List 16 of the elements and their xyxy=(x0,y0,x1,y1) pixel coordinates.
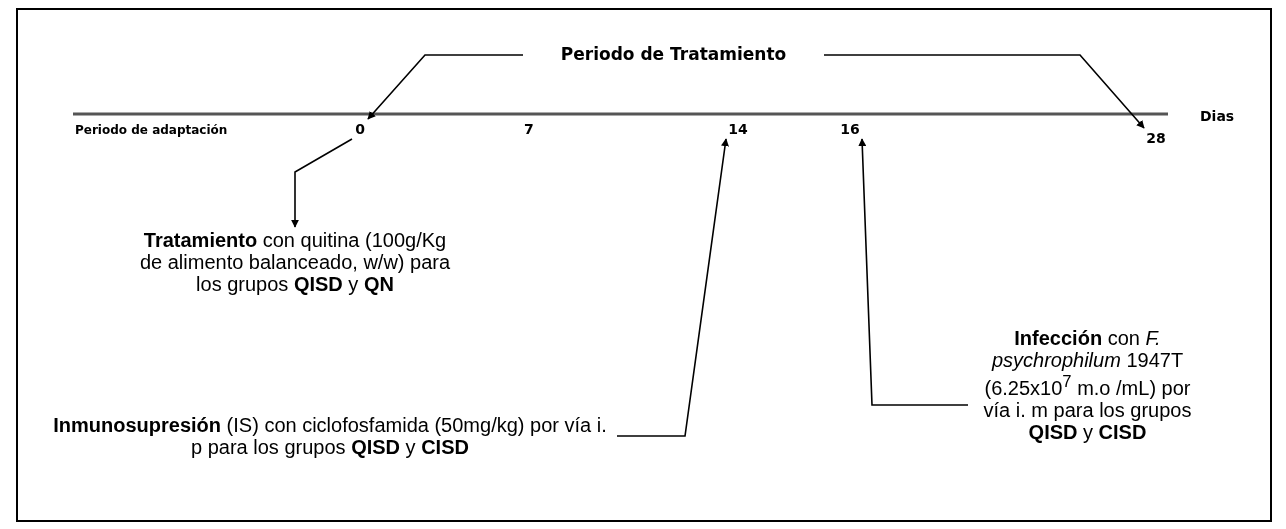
annotation-text: Tratamiento con quitina (100g/Kg de alimento balanceado, w/w) para los grupos QISD y QN xyxy=(130,229,460,295)
annotation-text: Inmunosupresión (IS) con ciclofosfamida (50mg/kg) por vía i. p para los grupos QISD y CISD xyxy=(45,414,615,458)
annotation-text: Infección con F. psychrophilum 1947T (6.25x10$^{7}$ m.o /mL) por vía i. m para los grupos QISD y CISD xyxy=(970,327,1205,443)
arrow xyxy=(291,138,353,228)
arrow xyxy=(823,54,1145,129)
day-number: 7 xyxy=(524,121,534,137)
axis-label: Periodo de adaptación xyxy=(75,123,228,137)
arrow xyxy=(616,138,729,437)
day-number: 14 xyxy=(726,121,750,137)
arrow xyxy=(367,54,524,120)
day-number: 28 xyxy=(1144,130,1168,146)
day-number: 0 xyxy=(352,121,368,137)
period-label: Periodo de Tratamiento xyxy=(525,44,822,64)
day-number: 16 xyxy=(838,121,862,137)
arrow xyxy=(858,138,969,406)
unit-label: Dias xyxy=(1200,108,1235,124)
